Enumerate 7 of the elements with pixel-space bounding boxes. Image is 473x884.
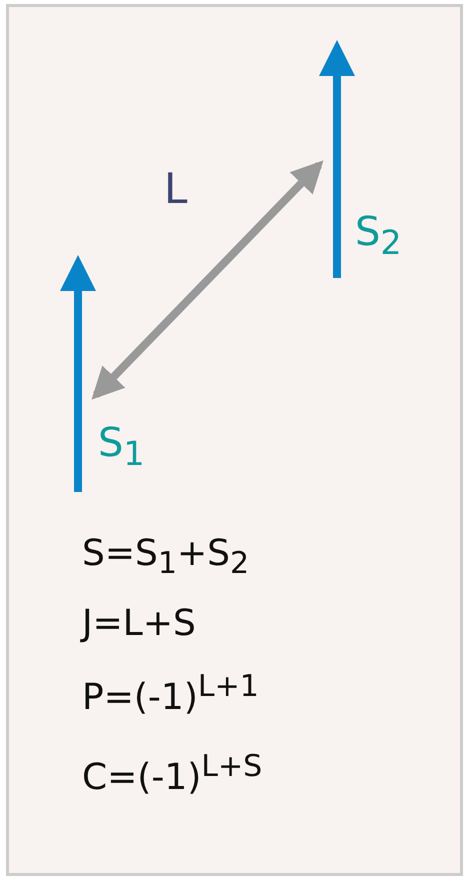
spin-label: S$_{1}$ <box>98 423 145 470</box>
formula: J=L+S <box>82 606 196 642</box>
spin-label: S$_{2}$ <box>355 212 402 260</box>
formula: S=S$_{1}$+S$_{2}$ <box>82 536 250 580</box>
formula: C=(-1)$^{L+S}$ <box>82 752 262 796</box>
formula: P=(-1)$^{L+1}$ <box>82 672 259 716</box>
double-arrow <box>92 160 324 400</box>
